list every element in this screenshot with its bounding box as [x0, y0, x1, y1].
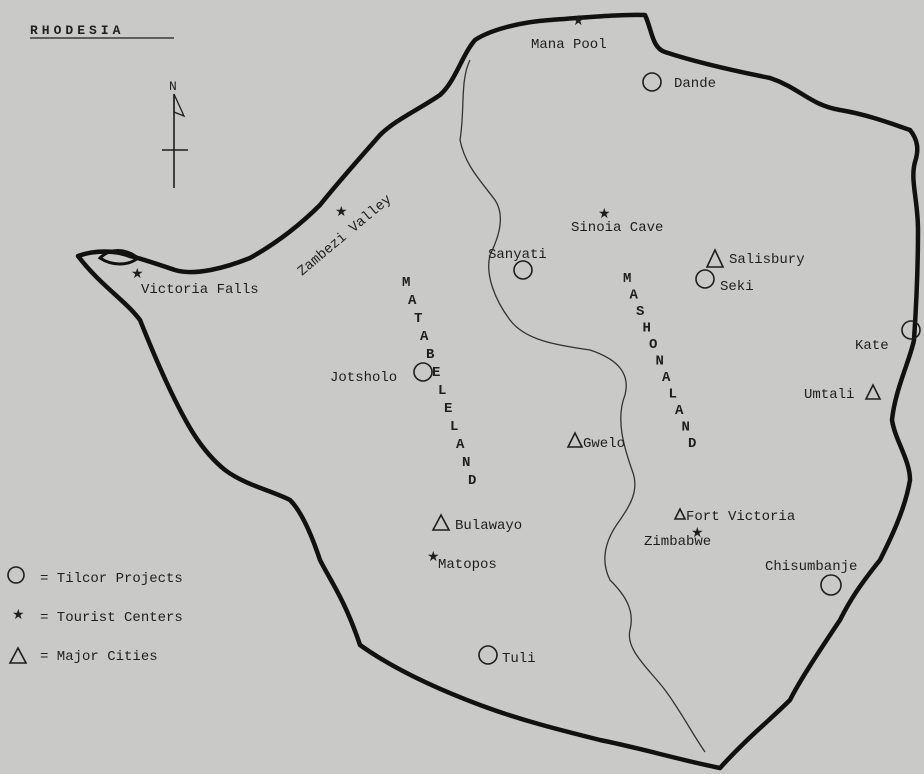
star-icon: ★ [12, 607, 25, 623]
legend-tourist-label: = Tourist Centers [40, 610, 183, 626]
region-letter: N [462, 455, 470, 471]
circle-icon [695, 269, 715, 289]
map-title: RHODESIA [30, 23, 124, 38]
star-icon: ★ [691, 525, 704, 541]
triangle-icon [431, 513, 451, 531]
star-icon: ★ [427, 549, 440, 565]
label-dande: Dande [674, 76, 716, 92]
place-salisbury: Salisbury [705, 248, 805, 268]
place-fort-victoria: Fort Victoria [673, 507, 795, 525]
place-chisumbanje: Chisumbanje [765, 559, 857, 596]
triangle-icon [566, 431, 584, 448]
provincial-boundary [459, 59, 706, 753]
place-kate: Kate [855, 320, 921, 354]
circle-icon [513, 260, 533, 280]
region-letter: N [656, 354, 664, 370]
label-zimbabwe: Zimbabwe [644, 534, 711, 550]
region-letter: A [675, 403, 684, 419]
place-mana-pool: ★ Mana Pool [531, 13, 607, 53]
place-jotsholo: Jotsholo [330, 362, 433, 386]
region-letter: N [682, 420, 690, 436]
star-icon: ★ [598, 206, 611, 222]
label-bulawayo: Bulawayo [455, 518, 522, 534]
region-letter: A [662, 370, 671, 386]
label-gwelo: Gwelo [583, 436, 625, 452]
region-letter: S [636, 304, 644, 320]
region-letter: D [688, 436, 696, 452]
label-mana-pool: Mana Pool [531, 37, 607, 53]
place-sinoia-cave: ★ Sinoia Cave [571, 206, 663, 236]
region-letter: A [408, 293, 417, 309]
place-victoria-falls: ★ Victoria Falls [131, 266, 259, 298]
region-letter: L [669, 387, 677, 403]
triangle-icon [705, 248, 725, 268]
victoria-falls-outline [97, 249, 141, 266]
region-letter: B [426, 347, 435, 363]
region-letter: T [414, 311, 422, 327]
region-letter: A [420, 329, 429, 345]
place-sanyati: Sanyati [488, 247, 547, 280]
triangle-icon [864, 383, 882, 400]
legend-tilcor-label: = Tilcor Projects [40, 571, 183, 587]
country-border [75, 12, 921, 771]
label-matopos: Matopos [438, 557, 497, 573]
label-umtali: Umtali [804, 387, 854, 403]
place-tuli: Tuli [478, 645, 536, 667]
label-victoria-falls: Victoria Falls [141, 282, 259, 298]
label-jotsholo: Jotsholo [330, 370, 397, 386]
legend-cities: = Major Cities [8, 646, 158, 665]
region-letter: D [468, 473, 476, 489]
label-chisumbanje: Chisumbanje [765, 559, 857, 575]
label-sinoia-cave: Sinoia Cave [571, 220, 663, 236]
star-icon: ★ [572, 13, 585, 29]
region-letter: L [438, 383, 446, 399]
map-legend: = Tilcor Projects ★ = Tourist Centers = … [7, 566, 183, 665]
circle-icon [7, 566, 25, 584]
place-gwelo: Gwelo [566, 431, 625, 452]
region-letter: A [456, 437, 465, 453]
legend-cities-label: = Major Cities [40, 649, 158, 665]
star-icon: ★ [335, 204, 348, 220]
north-arrow-icon: N [162, 79, 188, 188]
circle-icon [478, 645, 498, 665]
region-letter: O [649, 337, 657, 353]
circle-icon [642, 72, 662, 92]
label-salisbury: Salisbury [729, 252, 805, 268]
star-icon: ★ [131, 266, 144, 282]
region-letter: E [444, 401, 452, 417]
place-matopos: ★ Matopos [427, 549, 497, 573]
place-dande: Dande [642, 72, 716, 92]
circle-icon [413, 362, 433, 382]
region-letter: H [643, 321, 651, 337]
region-letter: L [450, 419, 458, 435]
legend-tilcor: = Tilcor Projects [7, 566, 183, 587]
circle-icon [820, 574, 842, 596]
region-letter: M [623, 271, 631, 287]
place-bulawayo: Bulawayo [431, 513, 522, 534]
region-letter: E [432, 365, 440, 381]
north-label: N [169, 79, 177, 94]
label-seki: Seki [720, 279, 754, 295]
label-tuli: Tuli [502, 651, 536, 667]
place-zimbabwe: ★ Zimbabwe [644, 525, 711, 550]
label-fort-victoria: Fort Victoria [686, 509, 795, 525]
region-letter: M [402, 275, 410, 291]
label-kate: Kate [855, 338, 889, 354]
triangle-icon [673, 507, 687, 520]
legend-tourist: ★ = Tourist Centers [12, 607, 183, 626]
circle-icon [901, 320, 921, 340]
place-zambezi-valley: ★ Zambezi Valley [295, 192, 395, 280]
region-letter: A [630, 288, 639, 304]
triangle-icon [8, 646, 28, 664]
place-umtali: Umtali [804, 383, 882, 403]
label-sanyati: Sanyati [488, 247, 547, 263]
place-seki: Seki [695, 269, 754, 295]
